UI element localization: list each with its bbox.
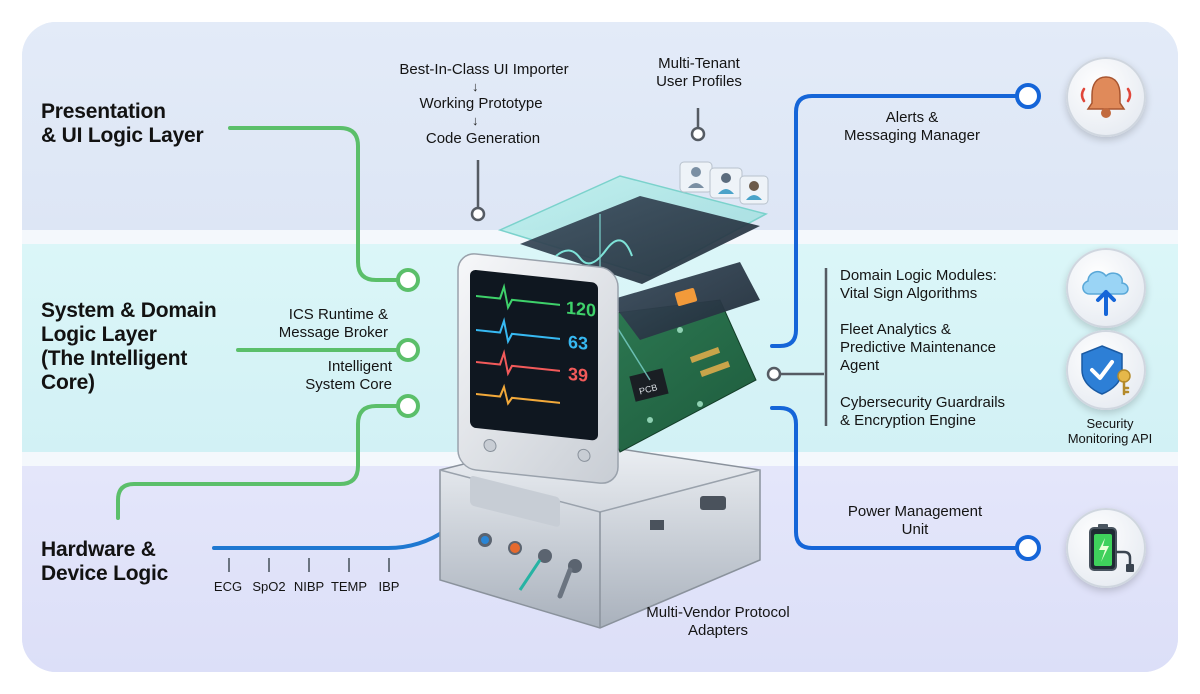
hardware-cable bbox=[212, 528, 448, 550]
resp-readout: 39 bbox=[568, 364, 588, 386]
system-layer-title: System & Domain Logic Layer (The Intelli… bbox=[41, 299, 217, 394]
chip-label: PCB bbox=[638, 382, 658, 396]
security-api-label: Security Monitoring API bbox=[1067, 416, 1153, 446]
power-management-label: Power Management Unit bbox=[847, 503, 983, 538]
cloud-upload-icon bbox=[1066, 248, 1146, 328]
battery-icon bbox=[1066, 508, 1146, 588]
sensor-ticks bbox=[228, 558, 390, 572]
cybersecurity-label: Cybersecurity Guardrails & Encryption En… bbox=[840, 394, 1006, 429]
bell-icon bbox=[1066, 57, 1146, 137]
sensor-ibp: IBP bbox=[378, 579, 400, 594]
working-prototype-label: Working Prototype bbox=[419, 95, 543, 112]
green-node-circles bbox=[396, 268, 420, 418]
arrow-down-icon: ↓ bbox=[472, 79, 479, 94]
code-generation-label: Code Generation bbox=[425, 130, 541, 147]
sensor-spo2: SpO2 bbox=[252, 579, 286, 594]
hardware-layer-title: Hardware & Device Logic bbox=[41, 538, 169, 585]
alerts-manager-label: Alerts & Messaging Manager bbox=[844, 109, 980, 144]
device-illustration: PCB bbox=[439, 161, 769, 629]
sensor-ecg: ECG bbox=[213, 579, 243, 594]
shield-key-icon bbox=[1066, 330, 1146, 410]
ui-importer-label: Best-In-Class UI Importer bbox=[399, 61, 569, 78]
intelligent-core-label: Intelligent System Core bbox=[305, 358, 392, 393]
presentation-layer-title: Presentation & UI Logic Layer bbox=[41, 100, 204, 147]
user-profile-cards bbox=[679, 161, 769, 205]
sensor-nibp: NIBP bbox=[293, 579, 325, 594]
green-connectors bbox=[116, 126, 400, 520]
arrow-down-icon: ↓ bbox=[472, 113, 479, 128]
multi-tenant-label: Multi-Tenant User Profiles bbox=[656, 55, 742, 90]
domain-logic-label: Domain Logic Modules: Vital Sign Algorit… bbox=[840, 267, 997, 302]
ics-runtime-label: ICS Runtime & Message Broker bbox=[278, 306, 388, 341]
spo2-readout: 63 bbox=[568, 332, 588, 354]
blue-node-circles bbox=[1015, 83, 1041, 561]
blue-connectors bbox=[770, 94, 1018, 550]
fleet-analytics-label: Fleet Analytics & Predictive Maintenance… bbox=[840, 321, 996, 374]
hr-readout: 120 bbox=[566, 298, 596, 321]
protocol-adapters-label: Multi-Vendor Protocol Adapters bbox=[646, 604, 790, 639]
sensor-temp: TEMP bbox=[330, 579, 368, 594]
